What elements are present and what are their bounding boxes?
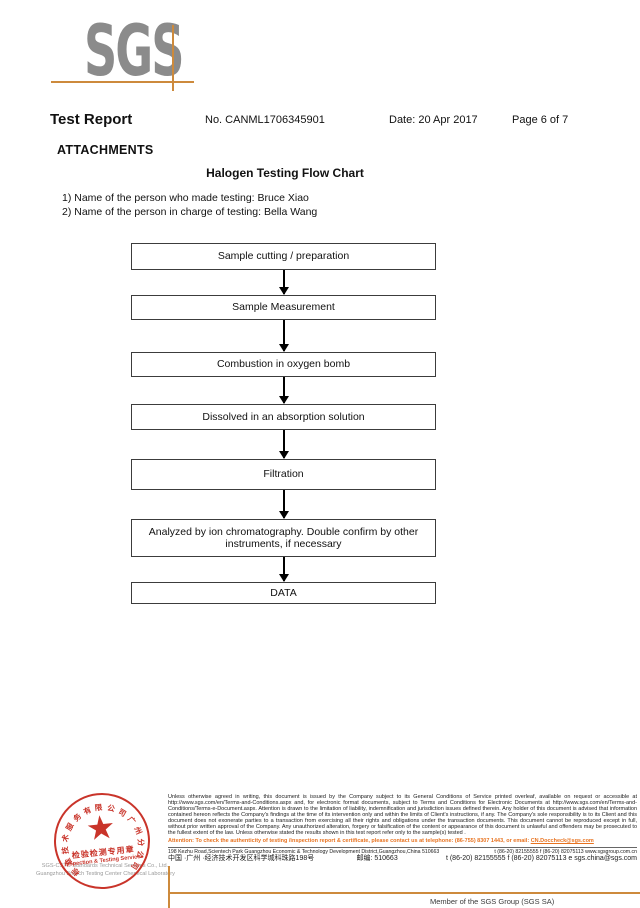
footer-text-block: Unless otherwise agreed in writing, this… (168, 794, 637, 862)
address-en: 198 Kezhu Road,Scientech Park Guangzhou … (168, 849, 440, 856)
contact-cn: t (86-20) 82155555 f (86-20) 82075113 e … (445, 855, 637, 863)
supervisor-note: 2) Name of the person in charge of testi… (62, 206, 318, 218)
flow-step-combustion: Combustion in oxygen bomb (131, 352, 436, 377)
company-line1: SGS-CSTC Standards Technical Services Co… (41, 863, 169, 869)
address-cn: 中国 ·广州 ·经济技术开发区科学城科珠路198号 (168, 855, 315, 863)
logo-horizontal-rule (51, 81, 194, 83)
flow-arrow-down-icon (278, 557, 289, 582)
flow-arrow-down-icon (278, 270, 289, 295)
flow-chart-title: Halogen Testing Flow Chart (206, 166, 364, 180)
attachments-heading: ATTACHMENTS (57, 143, 154, 157)
legal-disclaimer: Unless otherwise agreed in writing, this… (168, 794, 637, 836)
company-line2: Guangzhou Branch Testing Center Chemical… (36, 871, 175, 877)
star-icon: ★ (83, 807, 118, 848)
flow-step-sample-cutting: Sample cutting / preparation (131, 243, 436, 270)
address-row-en: 198 Kezhu Road,Scientech Park Guangzhou … (168, 849, 637, 855)
flow-arrow-down-icon (278, 320, 289, 352)
flow-step-analysis: Analyzed by ion chromatography. Double c… (131, 519, 436, 557)
postcode-cn: 邮编: 510663 (356, 855, 398, 863)
page-indicator: Page 6 of 7 (512, 114, 569, 126)
lab-company-name: SGS-CSTC Standards Technical Services Co… (36, 862, 175, 878)
address-row-cn: 中国 ·广州 ·经济技术开发区科学城科珠路198号 邮编: 510663 t (… (168, 855, 637, 863)
tester-note: 1) Name of the person who made testing: … (62, 192, 309, 204)
flow-step-filtration: Filtration (131, 459, 436, 490)
flow-arrow-down-icon (278, 430, 289, 459)
report-date: Date: 20 Apr 2017 (389, 114, 478, 126)
logo-vertical-rule (172, 25, 174, 91)
sgs-logo: SGS (84, 10, 185, 92)
address-block: 198 Kezhu Road,Scientech Park Guangzhou … (168, 846, 637, 863)
report-title: Test Report (50, 111, 133, 128)
attention-text: Attention: To check the authenticity of … (168, 838, 531, 844)
doccheck-email-link[interactable]: CN.Doccheck@sgs.com (530, 838, 594, 844)
flow-arrow-down-icon (278, 490, 289, 519)
flow-step-sample-measurement: Sample Measurement (131, 295, 436, 320)
report-number: No. CANML1706345901 (205, 114, 325, 126)
flow-arrow-down-icon (278, 377, 289, 404)
sgs-membership-note: Member of the SGS Group (SGS SA) (430, 897, 555, 906)
footer-vertical-rule (168, 866, 170, 908)
stamp-arc-text: 标准技术服务有限公司广州分公司 (59, 802, 146, 878)
attention-notice: Attention: To check the authenticity of … (168, 838, 637, 844)
flow-step-dissolved: Dissolved in an absorption solution (131, 404, 436, 430)
flow-step-data: DATA (131, 582, 436, 604)
contact-en: t (86-20) 82155555 f (86-20) 82075113 ww… (494, 849, 637, 856)
footer-horizontal-rule (168, 892, 640, 894)
